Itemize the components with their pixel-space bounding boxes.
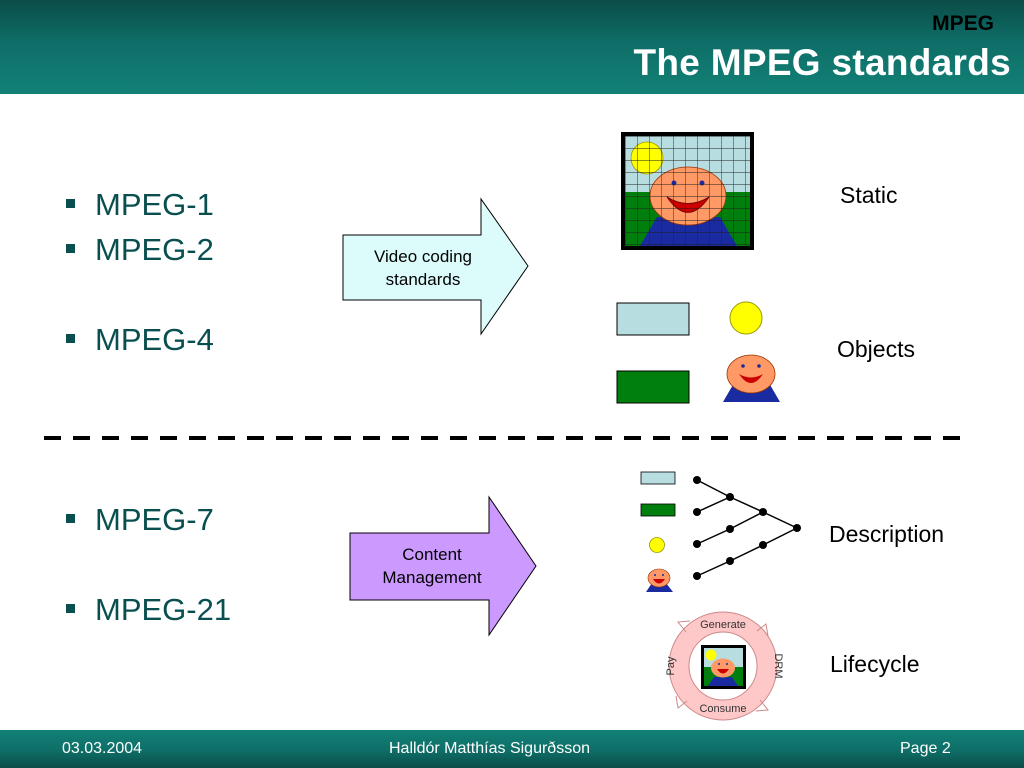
bullet-mpeg-7: MPEG-7 — [66, 502, 214, 538]
bullet-mpeg-1: MPEG-1 — [66, 187, 214, 223]
description-grass-icon — [640, 503, 676, 517]
lifecycle-mini-picture — [701, 645, 746, 689]
footer-date: 03.03.2004 — [62, 740, 143, 757]
slide-footer: 03.03.2004 Halldór Matthías Sigurðsson P… — [0, 730, 1024, 768]
bullet-square-icon — [66, 199, 75, 209]
bullet-square-icon — [66, 604, 75, 614]
sun-object — [729, 301, 763, 335]
grass-object — [616, 370, 690, 404]
description-tree — [696, 479, 798, 577]
video-coding-line1: Video coding — [374, 247, 472, 266]
lifecycle-consume-label: Consume — [699, 703, 746, 715]
bullet-square-icon — [66, 244, 75, 254]
person-object — [723, 354, 780, 402]
label-static: Static — [840, 182, 898, 208]
description-sun-icon — [649, 537, 665, 553]
slide-title: The MPEG standards — [633, 42, 1011, 83]
lifecycle-pay-label: Pay — [665, 656, 677, 675]
slide-header: MPEG The MPEG standards — [0, 0, 1024, 94]
lifecycle-drm-label: DRM — [772, 653, 784, 678]
lifecycle-generate-label: Generate — [700, 619, 746, 631]
footer-author: Halldór Matthías Sigurðsson — [389, 740, 590, 757]
video-coding-arrow — [342, 197, 529, 336]
bullet-mpeg-21: MPEG-21 — [66, 592, 231, 628]
label-lifecycle: Lifecycle — [830, 651, 920, 677]
sky-object — [616, 302, 690, 336]
bullet-mpeg-4: MPEG-4 — [66, 322, 214, 358]
content-management-arrow — [349, 495, 537, 637]
description-person-icon — [646, 568, 673, 592]
static-picture — [621, 132, 754, 250]
bullet-square-icon — [66, 514, 75, 524]
header-subtitle: MPEG — [932, 12, 994, 35]
label-objects: Objects — [837, 336, 915, 362]
video-coding-arrow-label: Video coding standards — [343, 245, 503, 291]
description-tree-nodes — [693, 476, 801, 580]
content-management-line2: Management — [382, 568, 482, 587]
bullet-square-icon — [66, 334, 75, 344]
description-sky-icon — [640, 471, 676, 485]
bullet-mpeg-2: MPEG-2 — [66, 232, 214, 268]
lifecycle-ring — [668, 611, 778, 721]
content-management-line1: Content — [402, 545, 462, 564]
label-description: Description — [829, 521, 945, 547]
content-management-arrow-label: Content Management — [350, 543, 514, 589]
video-coding-line2: standards — [385, 270, 461, 289]
footer-page-number: Page 2 — [900, 740, 951, 757]
